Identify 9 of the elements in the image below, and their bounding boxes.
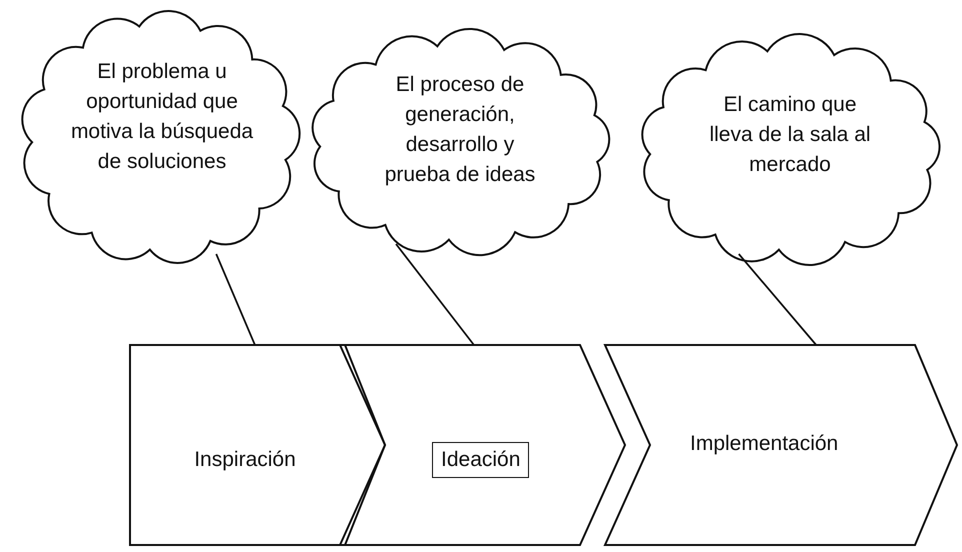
stage-label: Implementación	[690, 431, 838, 457]
leader-line	[215, 254, 256, 346]
leader-line	[395, 243, 475, 346]
boxed-stage-label: Ideación	[432, 442, 530, 478]
cloud-text: El camino que lleva de la sala al mercado	[708, 92, 872, 178]
cloud-text: El problema u oportunidad que motiva la búsqueda de soluciones	[70, 59, 254, 175]
leader-line	[738, 253, 817, 346]
stage-label: Inspiración	[193, 447, 297, 473]
cloud-text: El proceso de generación, desarrollo y prueba de ideas	[384, 72, 536, 188]
